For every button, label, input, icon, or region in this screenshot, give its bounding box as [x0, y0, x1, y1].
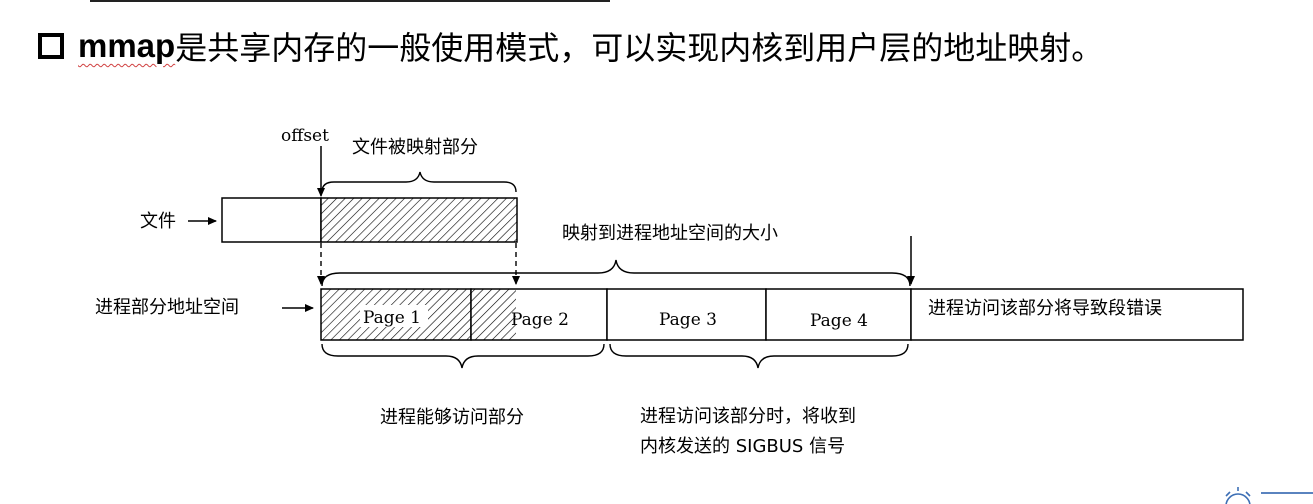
offset-label: offset — [281, 126, 329, 146]
sigbus-label-line1: 进程访问该部分时，将收到 — [640, 406, 856, 427]
previous-slide-line-fragment — [90, 0, 610, 6]
accessible-label: 进程能够访问部分 — [380, 407, 524, 428]
bullet-text: 是共享内存的一般使用模式，可以实现内核到用户层的地址映射。 — [175, 29, 1104, 67]
process-space-label: 进程部分地址空间 — [95, 297, 239, 318]
file-mapped-brace — [321, 171, 517, 193]
bullet-term: mmap — [78, 27, 176, 64]
sigbus-brace — [609, 343, 909, 369]
file-unmapped-region — [221, 197, 322, 243]
accessible-brace — [321, 343, 605, 369]
file-label: 文件 — [140, 211, 176, 232]
sigbus-label-line2: 内核发送的 SIGBUS 信号 — [640, 436, 845, 457]
segfault-cell — [910, 288, 1244, 341]
map-size-label: 映射到进程地址空间的大小 — [562, 223, 778, 244]
page-4-label: Page 4 — [810, 311, 868, 331]
gear-logo-icon — [1113, 482, 1313, 504]
map-size-brace — [321, 259, 911, 287]
page-2-mapped-part — [471, 289, 516, 340]
page-3-label: Page 3 — [659, 310, 717, 330]
file-mapped-label: 文件被映射部分 — [352, 137, 478, 158]
segfault-label: 进程访问该部分将导致段错误 — [928, 298, 1162, 319]
bullet-point: mmap 是共享内存的一般使用模式，可以实现内核到用户层的地址映射。 — [38, 18, 1103, 74]
page-1-label: Page 1 — [363, 308, 421, 328]
page-2-label: Page 2 — [511, 310, 569, 330]
page-1-label-group: Page 1 — [360, 305, 428, 328]
square-bullet-icon — [38, 33, 64, 59]
file-mapped-region — [320, 197, 518, 243]
